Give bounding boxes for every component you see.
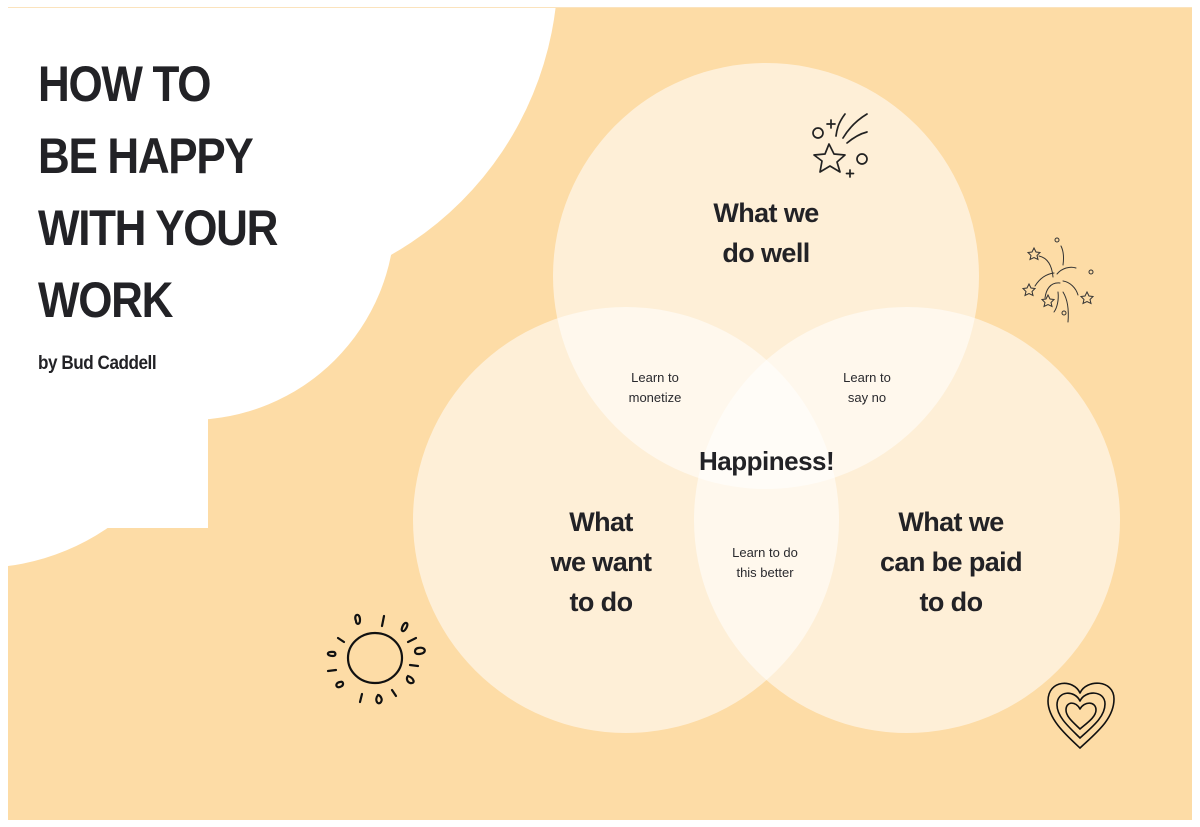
overlap-label-monetize: Learn to monetize xyxy=(595,368,715,408)
title-line: HOW TO xyxy=(38,56,211,112)
title-line: WITH YOUR xyxy=(38,200,278,256)
venn-label-want-to-do: What we want to do xyxy=(501,502,701,622)
label-line: monetize xyxy=(628,390,682,405)
page-title: HOW TO BE HAPPY WITH YOUR WORK xyxy=(38,48,278,336)
label-line: say no xyxy=(847,390,887,405)
label-line: to do xyxy=(919,587,984,617)
slide xyxy=(8,8,1192,820)
venn-circle-right xyxy=(694,307,1120,733)
sun-icon xyxy=(326,613,426,705)
venn-label-paid-to-do: What we can be paid to do xyxy=(841,502,1061,622)
label-line: this better xyxy=(736,565,794,580)
label-line: we want xyxy=(550,547,652,577)
title-line: BE HAPPY xyxy=(38,128,254,184)
background-shapes xyxy=(8,8,1120,733)
shooting-star-icon xyxy=(812,113,868,178)
overlap-label-say-no: Learn to say no xyxy=(807,368,927,408)
venn-circles xyxy=(413,63,1120,733)
venn-label-do-well: What we do well xyxy=(666,193,866,273)
cloud-shape xyxy=(8,8,556,566)
label-line: to do xyxy=(569,587,634,617)
label-line: What we xyxy=(898,507,1004,537)
label-line: can be paid xyxy=(880,547,1023,577)
label-line: What we xyxy=(713,198,819,228)
title-line: WORK xyxy=(38,272,173,328)
overlap-label-do-better: Learn to do this better xyxy=(705,543,825,583)
heart-icon xyxy=(1047,682,1115,749)
fireworks-icon xyxy=(1021,237,1095,323)
label-line: Learn to xyxy=(843,370,891,385)
label-line: What xyxy=(569,507,633,537)
author-byline: by Bud Caddell xyxy=(38,353,157,374)
label-line: Learn to xyxy=(631,370,679,385)
label-line: do well xyxy=(722,238,810,268)
label-line: Learn to do xyxy=(732,545,798,560)
venn-center-happiness: Happiness! xyxy=(699,446,835,476)
slide-top-border xyxy=(8,7,1192,8)
